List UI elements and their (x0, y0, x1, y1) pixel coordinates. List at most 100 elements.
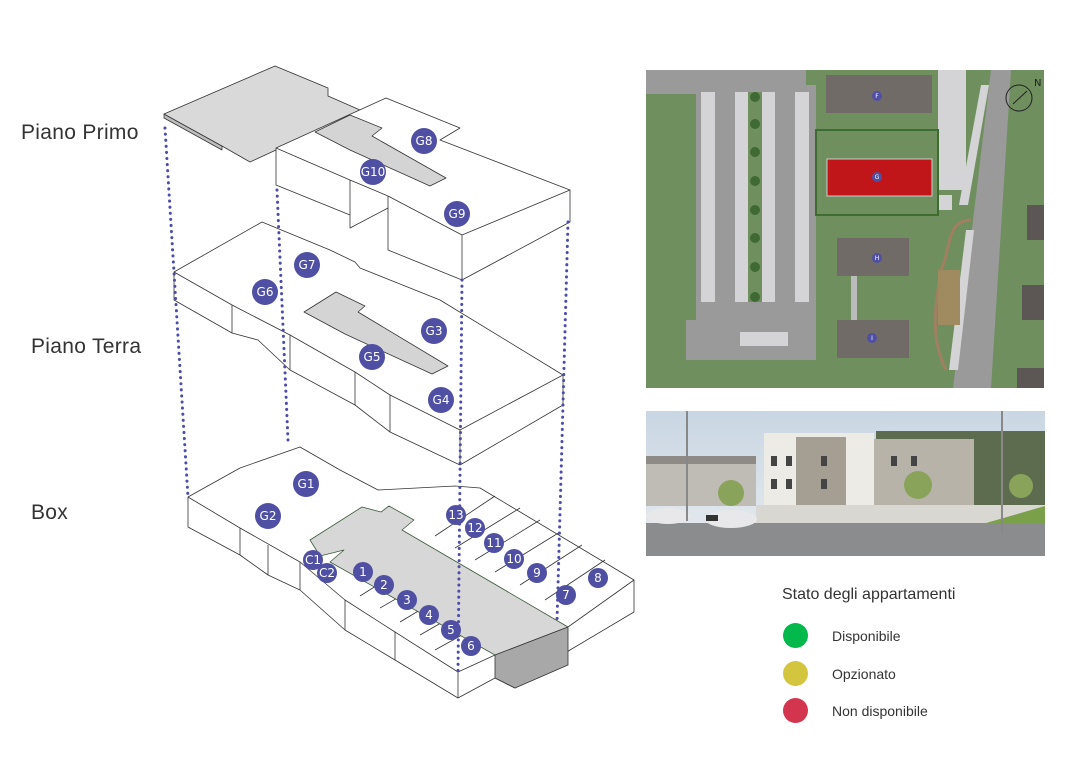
unit-badge-g10[interactable]: G10 (360, 159, 386, 185)
unit-badge-label: 3 (403, 593, 411, 607)
floor-label-piano-terra: Piano Terra (31, 335, 142, 358)
unit-badge-1[interactable]: 1 (353, 562, 373, 582)
map-badge-circle[interactable] (867, 333, 877, 343)
map-building-h[interactable]: H (872, 253, 882, 263)
legend-label: Non disponibile (832, 702, 928, 719)
unit-badge-circle[interactable] (421, 318, 447, 344)
unit-badge-circle[interactable] (419, 605, 439, 625)
unit-badge-circle[interactable] (411, 128, 437, 154)
unit-badge-c2[interactable]: C2 (317, 563, 337, 583)
unit-badge-7[interactable]: 7 (556, 585, 576, 605)
unit-badge-circle[interactable] (588, 568, 608, 588)
unit-badge-label: G3 (426, 324, 443, 338)
unit-badge-g3[interactable]: G3 (421, 318, 447, 344)
unit-badge-label: 5 (447, 623, 455, 637)
unit-badge-label: 9 (533, 566, 541, 580)
unit-badge-label: C2 (319, 566, 335, 580)
unit-badge-label: 11 (486, 536, 501, 550)
unit-badge-g6[interactable]: G6 (252, 279, 278, 305)
unit-badge-10[interactable]: 10 (504, 549, 524, 569)
map-badge-label: G (875, 174, 880, 181)
map-building-f[interactable]: F (872, 91, 882, 101)
legend-label: Disponibile (832, 627, 901, 644)
map-badge-label: I (871, 335, 873, 342)
unit-badge-circle[interactable] (465, 518, 485, 538)
floor-label-box: Box (31, 501, 69, 524)
unit-badge-label: G2 (260, 509, 277, 523)
unit-badge-circle[interactable] (556, 585, 576, 605)
unit-badge-4[interactable]: 4 (419, 605, 439, 625)
unit-badge-circle[interactable] (353, 562, 373, 582)
status-dot-optioned (783, 661, 808, 686)
unit-badge-circle[interactable] (303, 550, 323, 570)
site-map[interactable]: N F G H I (646, 70, 1044, 388)
unit-badge-label: G9 (449, 207, 466, 221)
unit-badge-g7[interactable]: G7 (294, 252, 320, 278)
unit-badge-label: G5 (364, 350, 381, 364)
unit-badge-g1[interactable]: G1 (293, 471, 319, 497)
unit-badge-circle[interactable] (397, 590, 417, 610)
legend-title: Stato degli appartamenti (782, 586, 956, 603)
map-building-i[interactable]: I (867, 333, 877, 343)
unit-badge-circle[interactable] (255, 503, 281, 529)
map-badge-label: F (875, 93, 879, 100)
unit-badge-label: C1 (305, 553, 321, 567)
unit-badge-circle[interactable] (359, 344, 385, 370)
unit-badge-5[interactable]: 5 (441, 620, 461, 640)
unit-badge-label: 2 (380, 578, 388, 592)
unit-badge-11[interactable]: 11 (484, 533, 504, 553)
unit-badge-3[interactable]: 3 (397, 590, 417, 610)
floor-connector-lines (163, 126, 570, 674)
map-building-g[interactable]: G (872, 172, 882, 182)
status-dot-unavailable (783, 698, 808, 723)
unit-badge-circle[interactable] (428, 387, 454, 413)
unit-badge-circle[interactable] (294, 252, 320, 278)
unit-badge-g2[interactable]: G2 (255, 503, 281, 529)
unit-badge-c1[interactable]: C1 (303, 550, 323, 570)
unit-badge-label: 4 (425, 608, 433, 622)
unit-badge-circle[interactable] (446, 505, 466, 525)
unit-badge-label: 10 (506, 552, 521, 566)
unit-badge-6[interactable]: 6 (461, 636, 481, 656)
unit-badge-label: G10 (361, 165, 386, 179)
unit-badge-13[interactable]: 13 (446, 505, 466, 525)
unit-badge-8[interactable]: 8 (588, 568, 608, 588)
unit-badge-circle[interactable] (527, 563, 547, 583)
building-photo (646, 411, 1045, 556)
map-badge-circle[interactable] (872, 91, 882, 101)
unit-badge-circle[interactable] (441, 620, 461, 640)
unit-badge-g5[interactable]: G5 (359, 344, 385, 370)
map-badge-circle[interactable] (872, 172, 882, 182)
unit-badge-circle[interactable] (484, 533, 504, 553)
map-badge-label: H (875, 255, 880, 262)
unit-badge-g4[interactable]: G4 (428, 387, 454, 413)
unit-badge-label: G6 (257, 285, 274, 299)
legend-item-non-disponibile: Non disponibile (783, 698, 928, 723)
compass-label: N (1034, 78, 1041, 89)
unit-badge-circle[interactable] (317, 563, 337, 583)
unit-badge-circle[interactable] (504, 549, 524, 569)
unit-badge-circle[interactable] (293, 471, 319, 497)
unit-badge-label: 8 (594, 571, 602, 585)
unit-badge-label: 1 (359, 565, 367, 579)
unit-badge-circle[interactable] (444, 201, 470, 227)
floor-piano-terra (173, 221, 564, 466)
unit-badge-12[interactable]: 12 (465, 518, 485, 538)
unit-badge-2[interactable]: 2 (374, 575, 394, 595)
unit-badge-9[interactable]: 9 (527, 563, 547, 583)
unit-badge-g9[interactable]: G9 (444, 201, 470, 227)
compass-icon: N (1005, 78, 1041, 112)
map-badge-circle[interactable] (872, 253, 882, 263)
legend-label: Opzionato (832, 665, 896, 682)
unit-badge-label: G7 (299, 258, 316, 272)
unit-badge-circle[interactable] (360, 159, 386, 185)
floor-piano-primo (163, 65, 571, 281)
unit-badge-label: 7 (562, 588, 570, 602)
unit-badge-circle[interactable] (461, 636, 481, 656)
unit-badge-g8[interactable]: G8 (411, 128, 437, 154)
unit-badge-circle[interactable] (252, 279, 278, 305)
unit-badge-label: G4 (433, 393, 450, 407)
unit-badge-circle[interactable] (374, 575, 394, 595)
